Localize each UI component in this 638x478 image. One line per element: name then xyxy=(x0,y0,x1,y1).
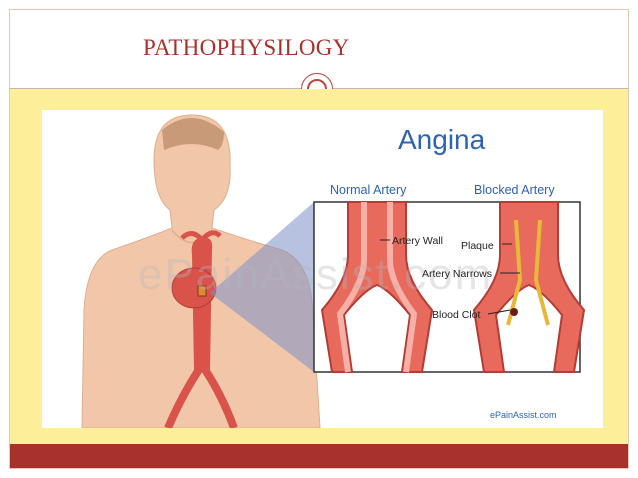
clot-pointer xyxy=(487,309,511,315)
blood-clot-label: Blood Clot xyxy=(432,309,481,321)
plaque-label: Plaque xyxy=(461,240,494,252)
image-credit: ePainAssist.com xyxy=(490,410,557,420)
normal-artery xyxy=(320,201,434,373)
illustration-heading: Angina xyxy=(398,124,486,155)
slide-frame xyxy=(9,9,629,469)
artery-narrows-label: Artery Narrows xyxy=(422,268,493,280)
normal-artery-label: Normal Artery xyxy=(330,183,407,197)
illustration-graphic xyxy=(81,114,586,428)
heart-and-aorta xyxy=(164,230,238,428)
zoom-beam xyxy=(210,202,314,372)
watermark-text: ePainAssist.com xyxy=(138,250,494,299)
angina-illustration: ePainAssist.com Angina Normal Artery Blo… xyxy=(42,110,603,428)
blocked-artery xyxy=(472,201,586,373)
artery-wall-label: Artery Wall xyxy=(392,235,443,247)
footer-bar xyxy=(10,444,628,468)
slide-title: PATHOPHYSILOGY xyxy=(143,35,350,60)
blocked-artery-label: Blocked Artery xyxy=(474,183,555,197)
